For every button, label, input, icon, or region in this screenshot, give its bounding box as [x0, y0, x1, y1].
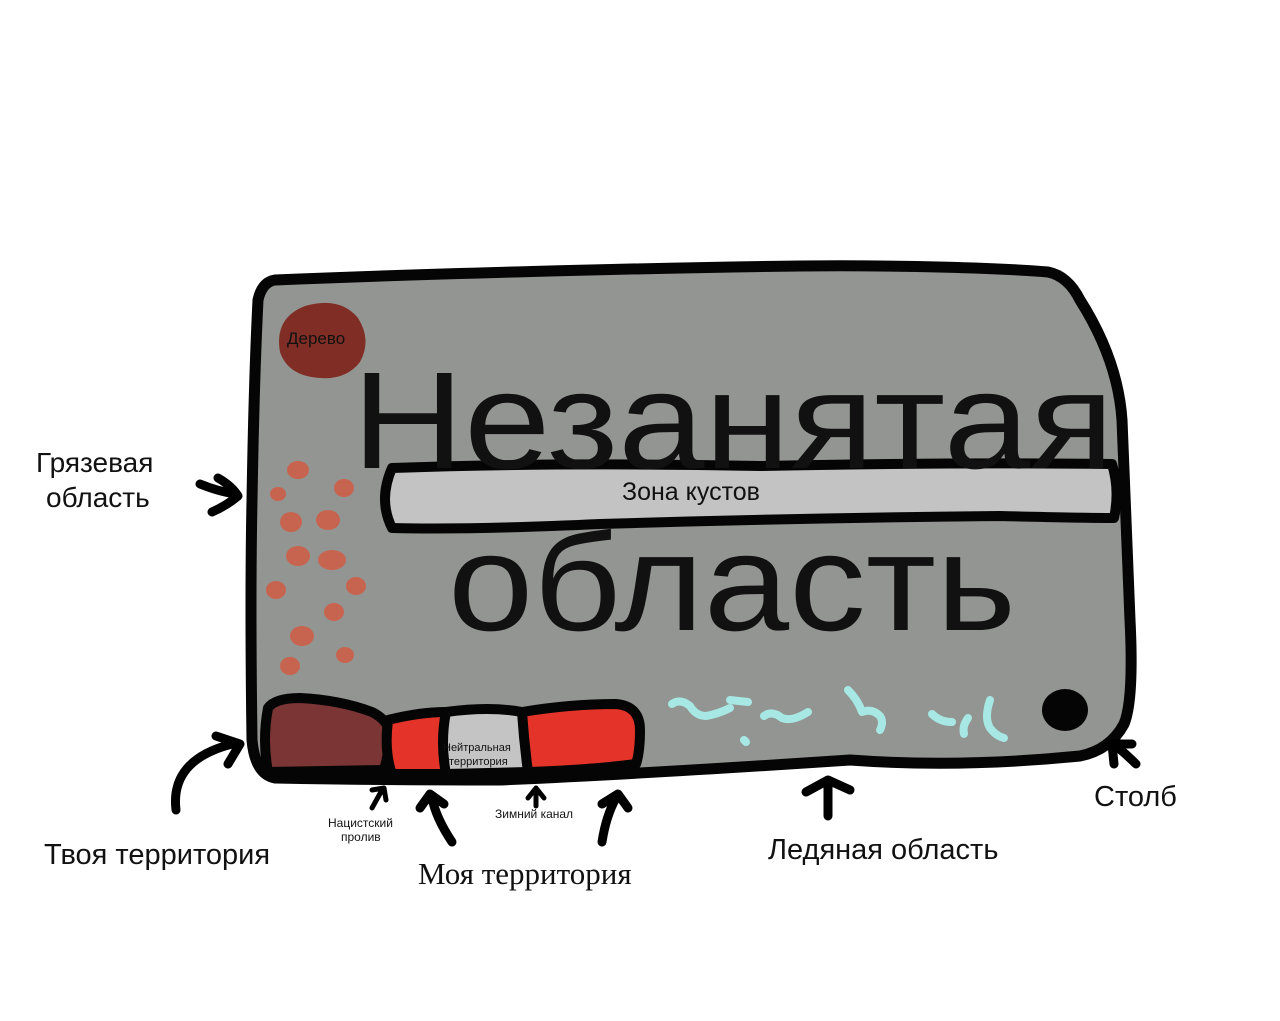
strait-label-line1: Нацистский	[328, 816, 393, 830]
mud-dot	[280, 657, 300, 675]
mud-dot	[336, 647, 354, 663]
pointer-arrows	[170, 473, 1141, 847]
pillar-dot[interactable]	[1042, 689, 1088, 731]
mud-dot	[334, 479, 354, 497]
ice-marks	[668, 686, 1008, 746]
neutral-territory-label-line2: территория	[449, 756, 508, 768]
unoccupied-area-title-line1: Незанятая	[352, 344, 1114, 498]
arrow-my-territory-right	[597, 789, 633, 847]
ice-mark	[668, 697, 734, 720]
your-territory-region[interactable]	[260, 693, 396, 777]
bush-zone[interactable]	[380, 458, 1122, 534]
arrow-your-territory	[170, 731, 245, 815]
arrow-ice-area	[801, 775, 855, 821]
pillar-label: Столб	[1094, 781, 1177, 813]
strait-label-line2: пролив	[341, 830, 381, 844]
ice-mark	[740, 736, 750, 746]
ice-area-label: Ледяная область	[768, 834, 998, 866]
mud-dot	[266, 581, 286, 599]
mud-dot	[324, 603, 344, 621]
mud-area-label-line2: область	[46, 482, 150, 513]
mud-dot	[318, 550, 346, 570]
my-territory-label: Моя территория	[418, 856, 632, 891]
mud-dot	[286, 546, 310, 566]
arrow-pillar	[1107, 739, 1141, 769]
arrow-my-territory-left	[415, 789, 457, 847]
tree-label: Дерево	[287, 329, 345, 348]
bush-zone-label: Зона кустов	[622, 478, 760, 506]
mud-dot	[316, 510, 340, 530]
arrow-winter-canal	[525, 785, 547, 809]
ice-mark	[959, 714, 972, 738]
ice-mark	[726, 696, 752, 706]
mud-dot	[287, 461, 309, 479]
arrow-mud	[195, 473, 243, 517]
mud-dot	[346, 577, 366, 595]
ice-mark	[844, 686, 886, 734]
arrow-strait	[369, 785, 389, 811]
your-territory-label: Твоя территория	[44, 839, 270, 871]
winter-canal-label: Зимний канал	[495, 807, 573, 821]
tree-blob[interactable]	[279, 302, 366, 379]
ice-mark	[983, 696, 1008, 742]
neutral-territory-label-line1: Нейтральная	[443, 742, 511, 754]
mud-dot	[290, 626, 314, 646]
mud-dots	[266, 461, 366, 675]
mud-dot	[280, 512, 302, 532]
mud-area-label-line1: Грязевая	[36, 447, 153, 478]
unoccupied-area-title-line2: область	[448, 506, 1016, 660]
ice-mark	[760, 708, 812, 724]
mud-dot	[270, 487, 286, 501]
ice-mark	[928, 710, 956, 726]
my-territory-region-right[interactable]	[517, 699, 645, 777]
